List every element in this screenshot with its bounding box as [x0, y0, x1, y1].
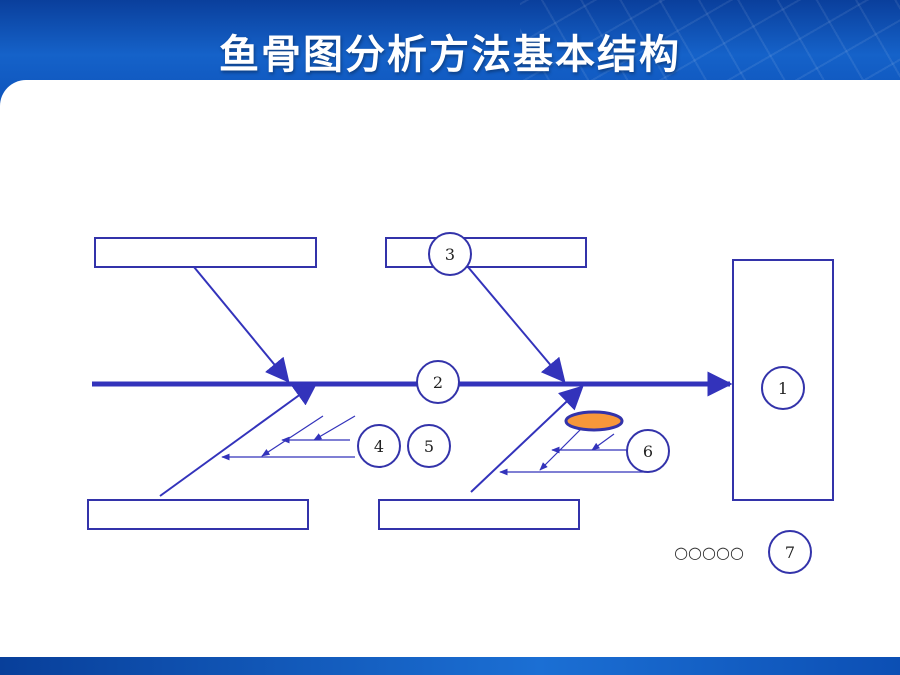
sub-bone-diagonal-4 — [591, 433, 615, 451]
bone-bottom-left — [159, 381, 318, 497]
label-circle-4: 4 — [357, 424, 401, 468]
label-1-text: 1 — [778, 379, 788, 398]
label-3-text: 3 — [445, 245, 455, 264]
label-7-text: 7 — [785, 543, 795, 562]
label-circle-2: 2 — [416, 360, 460, 404]
category-box-top-left — [94, 237, 317, 268]
label-circle-5: 5 — [407, 424, 451, 468]
slide-title: 鱼骨图分析方法基本结构 — [219, 32, 681, 78]
placeholder-text: ○○○○○ — [674, 543, 744, 562]
category-box-top-right — [385, 237, 587, 268]
label-5-text: 5 — [424, 437, 434, 456]
highlight-ellipse — [564, 410, 624, 432]
bone-bottom-right — [470, 385, 584, 493]
label-circle-1: 1 — [761, 366, 805, 410]
label-circle-6: 6 — [626, 429, 670, 473]
label-circle-7: 7 — [768, 530, 812, 574]
label-4-text: 4 — [374, 437, 384, 456]
sub-bone-diagonal-2 — [313, 415, 356, 441]
category-box-bottom-left — [87, 499, 309, 530]
label-2-text: 2 — [433, 373, 443, 392]
footer-background — [0, 657, 900, 675]
label-6-text: 6 — [643, 442, 653, 461]
sub-bone-diagonal-1 — [261, 415, 324, 457]
bone-top-left — [193, 266, 290, 383]
category-box-bottom-right — [378, 499, 580, 530]
label-circle-3: 3 — [428, 232, 472, 276]
bone-top-right — [467, 266, 566, 383]
sub-bone-diagonal-3 — [539, 427, 583, 471]
